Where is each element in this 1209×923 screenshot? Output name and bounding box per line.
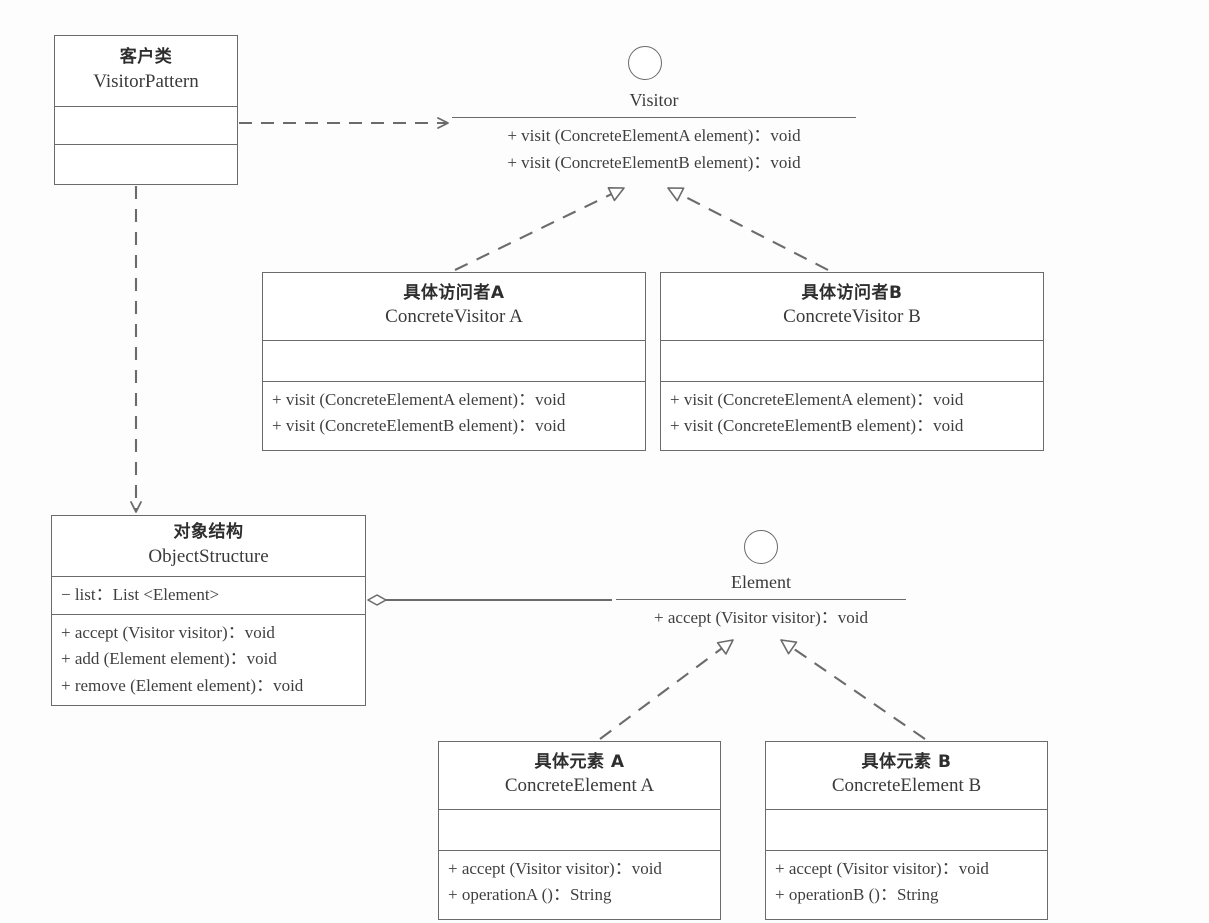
class-en-name: ConcreteVisitor A [385,306,523,328]
class-cn-name: 具体访问者B [801,283,903,304]
class-header-concreteelement-a: 具体元素 A ConcreteElement A [439,742,720,810]
interface-name-visitor: Visitor [629,90,679,110]
class-operation: + accept (Visitor visitor)：void [61,622,275,642]
interface-visitor[interactable]: Visitor + visit (ConcreteElementA elemen… [452,46,856,176]
class-cn-name: 具体元素 A [534,752,625,773]
class-en-name: ConcreteElement B [831,775,982,797]
class-operation: + visit (ConcreteElementA element)：void [670,390,964,409]
class-header-visitorpattern: 客户类 VisitorPattern [55,36,237,107]
interface-operations-element: + accept (Visitor visitor)：void [616,604,906,631]
interface-operation: + accept (Visitor visitor)：void [654,608,868,627]
class-operation: + accept (Visitor visitor)：void [775,859,989,878]
class-operations-visitorpattern [55,145,237,184]
class-header-concretevisitor-b: 具体访问者B ConcreteVisitor B [661,273,1043,341]
class-header-objectstructure: 对象结构 ObjectStructure [52,516,365,577]
class-operation: + visit (ConcreteElementA element)：void [272,390,566,409]
realization-concreteelement-b-to-element [780,639,926,740]
class-box-concreteelement-b[interactable]: 具体元素 B ConcreteElement B + accept (Visit… [765,741,1048,920]
class-attributes-visitorpattern [55,107,237,146]
class-operation: + add (Element element)：void [61,649,277,669]
class-attributes-concretevisitor-b [661,341,1043,382]
class-operation: + accept (Visitor visitor)：void [448,859,662,878]
class-box-concreteelement-a[interactable]: 具体元素 A ConcreteElement A + accept (Visit… [438,741,721,920]
realization-concreteelement-a-to-element [599,639,734,740]
class-operations-concretevisitor-b: + visit (ConcreteElementA element)：void … [661,382,1043,446]
interface-name-element: Element [731,572,791,592]
class-attributes-concreteelement-b [766,810,1047,851]
class-attribute: − list：List <Element> [61,584,220,604]
interface-element[interactable]: Element + accept (Visitor visitor)：void [616,530,906,635]
class-box-concretevisitor-b[interactable]: 具体访问者B ConcreteVisitor B + visit (Concre… [660,272,1044,451]
class-cn-name: 客户类 [119,47,173,68]
class-attributes-concretevisitor-a [263,341,645,382]
realization-concretevisitor-a-to-visitor [454,187,625,271]
class-en-name: ConcreteVisitor B [783,306,921,328]
class-header-concretevisitor-a: 具体访问者A ConcreteVisitor A [263,273,645,341]
interface-circle-icon [744,530,778,564]
class-cn-name: 具体访问者A [403,283,505,304]
class-box-concretevisitor-a[interactable]: 具体访问者A ConcreteVisitor A + visit (Concre… [262,272,646,451]
class-operations-concretevisitor-a: + visit (ConcreteElementA element)：void … [263,382,645,446]
class-operations-objectstructure: + accept (Visitor visitor)：void + add (E… [52,615,365,705]
class-operation: + operationB ()：String [775,885,939,905]
class-operation: + visit (ConcreteElementB element)：void [272,416,566,436]
class-box-visitorpattern[interactable]: 客户类 VisitorPattern [54,35,238,185]
class-attributes-concreteelement-a [439,810,720,851]
class-en-name: ObjectStructure [148,545,269,567]
class-header-concreteelement-b: 具体元素 B ConcreteElement B [766,742,1047,810]
class-operations-concreteelement-b: + accept (Visitor visitor)：void + operat… [766,851,1047,915]
interface-separator [616,599,906,600]
interface-circle-icon [628,46,662,80]
interface-operation: + visit (ConcreteElementA element)：void [507,126,801,145]
interface-operation: + visit (ConcreteElementB element)：void [507,153,801,173]
class-operations-concreteelement-a: + accept (Visitor visitor)：void + operat… [439,851,720,915]
class-operation: + visit (ConcreteElementB element)：void [670,416,964,436]
class-cn-name: 具体元素 B [861,752,952,773]
class-en-name: ConcreteElement A [504,775,655,797]
interface-separator [452,117,856,118]
class-cn-name: 对象结构 [173,522,244,543]
class-box-objectstructure[interactable]: 对象结构 ObjectStructure − list：List <Elemen… [51,515,366,706]
class-operation: + operationA ()：String [448,885,612,905]
realization-concretevisitor-b-to-visitor [667,187,829,271]
class-operation: + remove (Element element)：void [61,675,304,695]
interface-operations-visitor: + visit (ConcreteElementA element)：void … [452,122,856,176]
class-attributes-objectstructure: − list：List <Element> [52,577,365,615]
class-en-name: VisitorPattern [93,70,199,92]
